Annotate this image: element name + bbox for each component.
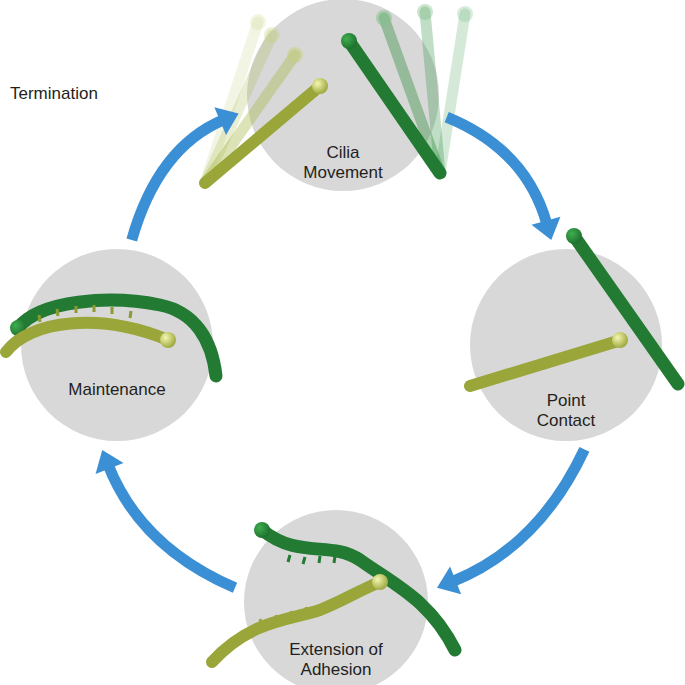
stage-label: Cilia Movement <box>293 143 393 183</box>
stage-circle: Cilia Movement <box>247 0 439 191</box>
stage-label: Extension of Adhesion <box>281 640 391 680</box>
cycle-arrow <box>132 107 239 240</box>
cycle-arrow <box>96 450 235 588</box>
stage-label: Maintenance <box>62 380 172 400</box>
stage-circle: Extension of Adhesion <box>244 510 428 685</box>
circle-shape <box>247 0 439 191</box>
stage-circle: Maintenance <box>21 249 213 441</box>
stage-circle: Point Contact <box>470 249 662 441</box>
stage-label: Point Contact <box>526 391 606 431</box>
circle-shape <box>21 249 213 441</box>
cycle-arrow <box>447 117 561 240</box>
cycle-arrow <box>437 449 584 594</box>
edge-label: Termination <box>8 84 100 104</box>
